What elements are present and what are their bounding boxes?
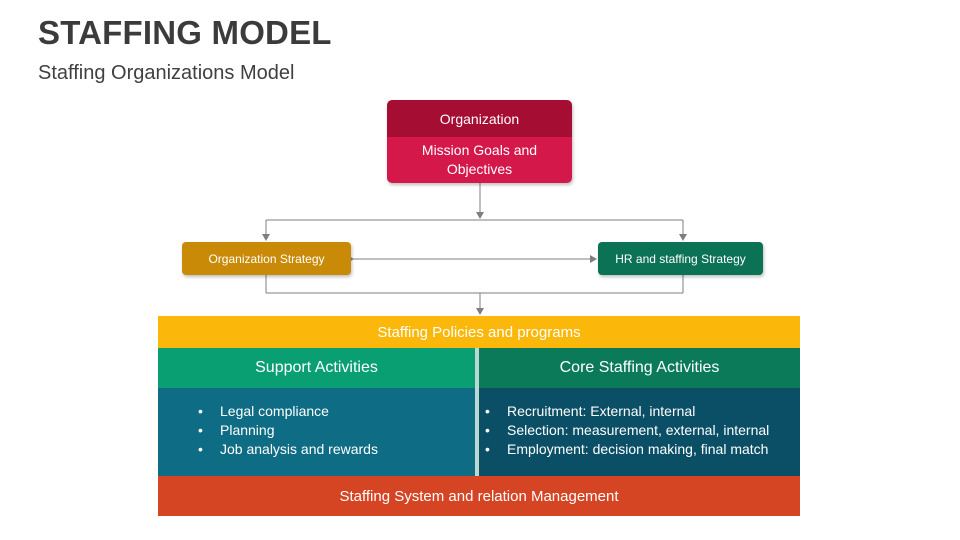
support-activities-panel: Legal compliance Planning Job analysis a… [158, 388, 475, 476]
list-item: Recruitment: External, internal [485, 402, 769, 421]
support-activities-list: Legal compliance Planning Job analysis a… [198, 402, 378, 459]
core-activities-panel: Recruitment: External, internal Selectio… [479, 388, 800, 476]
list-item: Job analysis and rewards [198, 440, 378, 459]
list-item: Planning [198, 421, 378, 440]
organization-heading: Organization [387, 100, 572, 137]
list-item: Legal compliance [198, 402, 378, 421]
staffing-policies-bar: Staffing Policies and programs [158, 316, 800, 348]
organization-strategy-box: Organization Strategy [182, 242, 351, 275]
organization-mission: Mission Goals and Objectives [387, 137, 572, 183]
page-title: STAFFING MODEL [38, 14, 332, 51]
core-activities-list: Recruitment: External, internal Selectio… [485, 402, 769, 459]
list-item: Selection: measurement, external, intern… [485, 421, 769, 440]
support-activities-heading: Support Activities [158, 348, 475, 388]
core-activities-heading: Core Staffing Activities [479, 348, 800, 388]
organization-box: Organization Mission Goals and Objective… [387, 100, 572, 183]
hr-strategy-box: HR and staffing Strategy [598, 242, 763, 275]
staffing-system-bar: Staffing System and relation Management [158, 476, 800, 516]
page-subtitle: Staffing Organizations Model [38, 62, 295, 84]
column-divider [475, 348, 479, 476]
list-item: Employment: decision making, final match [485, 440, 769, 459]
